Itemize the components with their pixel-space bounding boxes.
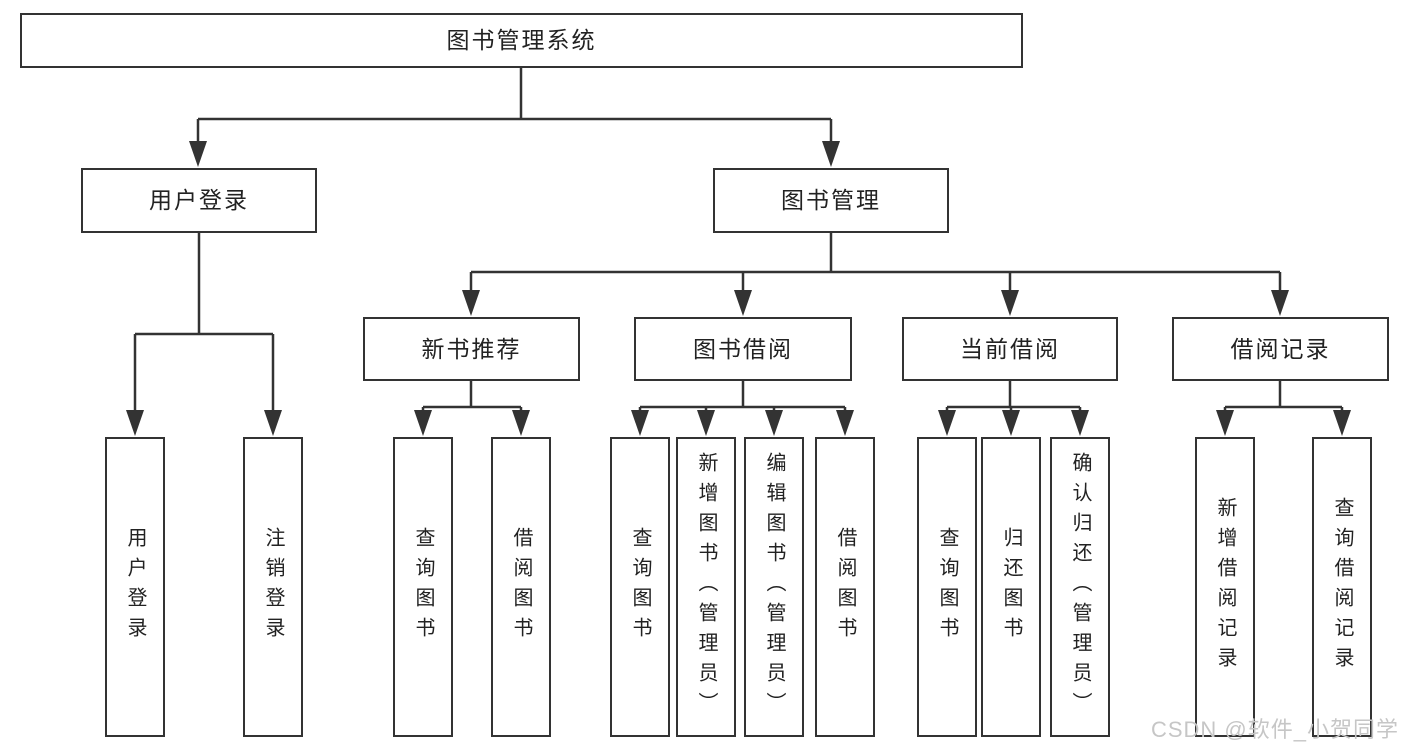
node-current-borrow: 当前借阅 <box>902 317 1118 381</box>
node-label: 图书管理系统 <box>446 27 597 53</box>
node-label: 新增借阅记录 <box>1214 497 1236 677</box>
leaf-logout: 注销登录 <box>243 437 303 737</box>
node-label: 借阅记录 <box>1230 335 1331 362</box>
leaf-borrow-books-2: 借阅图书 <box>815 437 875 737</box>
leaf-query-books-2: 查询图书 <box>610 437 670 737</box>
node-label: 编辑图书（管理员） <box>763 452 785 722</box>
csdn-watermark: CSDN @软件_小贺同学 <box>1150 717 1399 742</box>
node-label: 查询图书 <box>629 527 651 647</box>
leaf-add-borrow-record: 新增借阅记录 <box>1195 437 1255 737</box>
node-label: 查询图书 <box>936 527 958 647</box>
node-label: 借阅图书 <box>834 527 856 647</box>
node-label: 用户登录 <box>124 527 146 647</box>
node-label: 查询图书 <box>412 527 434 647</box>
leaf-borrow-books: 借阅图书 <box>491 437 551 737</box>
node-label: 用户登录 <box>149 187 249 213</box>
leaf-user-login: 用户登录 <box>105 437 165 737</box>
node-label: 图书借阅 <box>693 335 793 362</box>
node-borrow-records: 借阅记录 <box>1172 317 1389 381</box>
leaf-query-books: 查询图书 <box>393 437 453 737</box>
node-library-system: 图书管理系统 <box>20 13 1023 68</box>
node-new-book-recommend: 新书推荐 <box>363 317 580 381</box>
node-label: 新增图书（管理员） <box>695 452 717 722</box>
leaf-query-borrow-record: 查询借阅记录 <box>1312 437 1372 737</box>
node-label: 新书推荐 <box>421 335 522 362</box>
node-label: 借阅图书 <box>510 527 532 647</box>
node-label: 确认归还（管理员） <box>1069 452 1091 722</box>
leaf-query-books-3: 查询图书 <box>917 437 977 737</box>
leaf-edit-book-admin: 编辑图书（管理员） <box>744 437 804 737</box>
arrowheads-group <box>126 141 1351 436</box>
node-label: 当前借阅 <box>960 335 1060 362</box>
node-user-login: 用户登录 <box>81 168 317 233</box>
leaf-add-book-admin: 新增图书（管理员） <box>676 437 736 737</box>
node-label: 查询借阅记录 <box>1331 497 1353 677</box>
leaf-confirm-return-admin: 确认归还（管理员） <box>1050 437 1110 737</box>
node-label: 图书管理 <box>781 187 881 213</box>
node-book-borrow: 图书借阅 <box>634 317 852 381</box>
node-label: 归还图书 <box>1000 527 1022 647</box>
node-label: 注销登录 <box>262 527 284 647</box>
node-book-management: 图书管理 <box>713 168 949 233</box>
leaf-return-book: 归还图书 <box>981 437 1041 737</box>
